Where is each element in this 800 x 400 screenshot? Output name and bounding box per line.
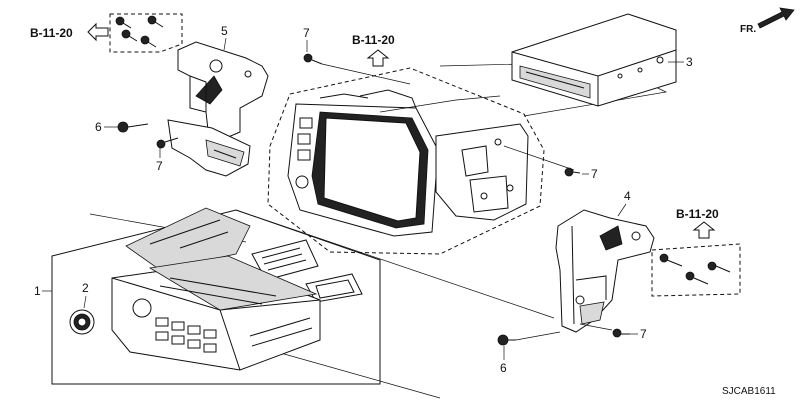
- label-sheet: [251, 239, 319, 281]
- callout-5: 5: [221, 24, 228, 38]
- front-arrow-icon: [757, 7, 795, 29]
- leader-7-right-extension: [579, 323, 613, 331]
- callout-3: 3: [686, 55, 693, 69]
- bolt-icon: [115, 15, 164, 48]
- arrow-up-icon: [366, 49, 390, 67]
- arrow-left-icon: [87, 22, 109, 42]
- bolt-icon: [659, 253, 731, 285]
- callout-6-left: 6: [95, 120, 102, 134]
- leader-2: [83, 295, 87, 309]
- bolt-icon: [564, 167, 581, 177]
- callout-4: 4: [624, 189, 631, 203]
- leader-4: [617, 203, 627, 217]
- leader-7-top-extension: [321, 63, 411, 85]
- leader-box-bottom: [269, 349, 441, 399]
- leader-to-7-mid: [503, 145, 575, 171]
- callout-7-mid: 7: [591, 167, 598, 181]
- knob-part-2: [69, 309, 95, 335]
- callout-7-right: 7: [640, 327, 647, 341]
- diagram-code: SJCAB1611: [722, 386, 776, 397]
- callout-1: 1: [34, 284, 41, 298]
- manual-booklet: [125, 207, 251, 271]
- display-side-bracket: [435, 123, 529, 221]
- bolt-icon: [156, 137, 179, 149]
- leader-5: [223, 37, 227, 51]
- reference-label-top-left: B-11-20: [30, 26, 73, 40]
- callout-7-left: 7: [156, 159, 163, 173]
- card-slot-cover: [305, 273, 363, 303]
- callout-7-top: 7: [303, 26, 310, 40]
- fastener-set-box-right: [651, 243, 741, 297]
- display-assembly-box: [267, 67, 545, 255]
- arrow-up-icon: [692, 221, 716, 239]
- dvd-unit-part-3: [511, 13, 677, 107]
- reference-label-top-center: B-11-20: [352, 33, 395, 47]
- bolt-icon: [303, 53, 323, 65]
- bracket-part-5-lower: [167, 119, 251, 177]
- bracket-part-5: [177, 41, 269, 139]
- leader-display-to-3: [379, 95, 501, 113]
- fastener-set-box-top-left: [109, 13, 183, 53]
- callout-2: 2: [82, 281, 89, 295]
- audio-head-unit: [111, 255, 321, 371]
- front-direction-label: FR.: [740, 24, 756, 35]
- bolt-icon: [612, 328, 630, 338]
- leader-box-to-bracket-4: [235, 209, 555, 319]
- bracket-part-4: [555, 209, 655, 333]
- bolt-icon: [497, 334, 516, 346]
- leader-6-right-extension: [515, 331, 561, 341]
- reference-label-right: B-11-20: [676, 207, 719, 221]
- bolt-icon: [117, 121, 149, 133]
- display-unit: [287, 89, 439, 237]
- callout-6-right: 6: [500, 361, 507, 375]
